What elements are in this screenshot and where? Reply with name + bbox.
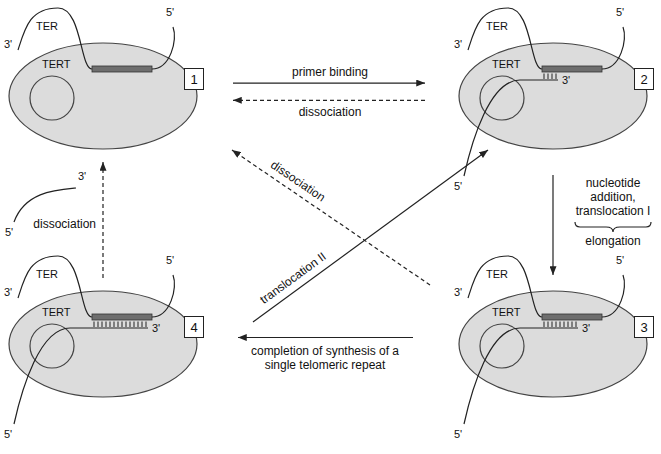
strand-end-label: 3': [454, 38, 462, 51]
enzyme-complex: TERTERT: [8, 290, 198, 398]
arrow-label: dissociation: [33, 217, 96, 231]
strand-end-label: 5': [4, 428, 12, 441]
strand-end-label: 3': [454, 286, 462, 299]
arrow-label: completion of synthesis of a single telo…: [250, 344, 400, 372]
enzyme-complex: TERTERT: [458, 290, 648, 398]
protein-label: TERT: [42, 306, 71, 319]
strand-end-label: 5': [5, 226, 13, 239]
strand-end-label: 3': [562, 74, 570, 87]
reaction-arrow: [233, 100, 425, 101]
step-number: 1: [190, 72, 197, 87]
protein-label: TERT: [42, 58, 71, 71]
reaction-arrow: [102, 162, 103, 278]
step-number: 2: [640, 72, 647, 87]
step-number-box: 3: [634, 316, 654, 338]
reaction-arrow: [238, 337, 413, 338]
reaction-arrow: [233, 82, 425, 83]
step-number: 3: [640, 320, 647, 335]
complex-ellipse: [459, 291, 647, 397]
rna-label: TER: [36, 268, 58, 281]
complex-outline: [8, 290, 198, 398]
strand-end-label: 3': [152, 322, 160, 335]
step-number-box: 1: [184, 68, 204, 90]
complex-outline: [458, 42, 648, 150]
complex-ellipse: [9, 43, 197, 149]
elongation-brace: [575, 222, 651, 232]
strand-end-label: 5': [166, 6, 174, 19]
strand-end-label: 3': [4, 286, 12, 299]
protein-label: TERT: [492, 58, 521, 71]
step-label: elongation: [585, 234, 640, 248]
strand-end-label: 5': [454, 428, 462, 441]
strand-end-label: 3': [4, 38, 12, 51]
step-number-box: 2: [634, 68, 654, 90]
rna-label: TER: [36, 20, 58, 33]
rna-label: TER: [486, 20, 508, 33]
protein-label: TERT: [492, 306, 521, 319]
reaction-arrow: [552, 175, 553, 275]
reaction-arrow: [253, 150, 488, 322]
strand-end-label: 3': [78, 170, 86, 183]
arrow-label: primer binding: [292, 65, 368, 79]
complex-ellipse: [459, 43, 647, 149]
arrow-label: dissociation: [299, 105, 362, 119]
rna-label: TER: [486, 268, 508, 281]
strand-end-label: 5': [616, 6, 624, 19]
strand-end-label: 3': [582, 322, 590, 335]
arrow-label: nucleotide addition, translocation I: [568, 176, 658, 218]
complex-outline: [8, 42, 198, 150]
strand-end-label: 5': [454, 180, 462, 193]
complex-outline: [458, 290, 648, 398]
strand-end-label: 5': [166, 254, 174, 267]
arrow-label: translocation II: [257, 249, 328, 306]
complex-ellipse: [9, 291, 197, 397]
enzyme-complex: TERTERT: [8, 42, 198, 150]
step-number: 4: [190, 320, 197, 335]
step-number-box: 4: [184, 316, 204, 338]
enzyme-complex: TERTERT: [458, 42, 648, 150]
strand-end-label: 5': [616, 254, 624, 267]
